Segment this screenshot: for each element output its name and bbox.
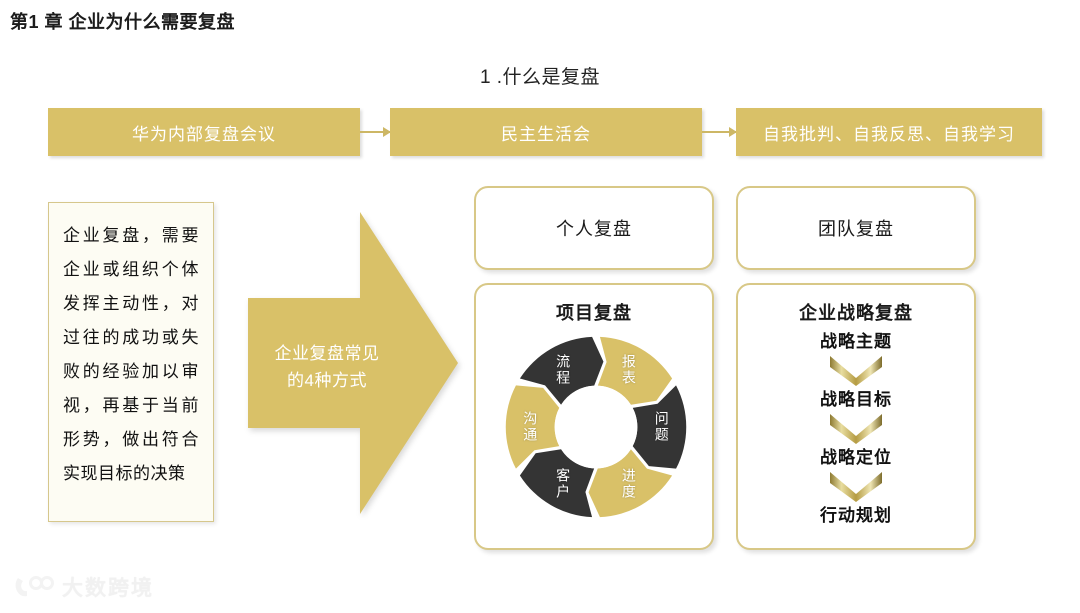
- donut-segment-label-5: 沟通: [522, 411, 539, 443]
- card-team-review[interactable]: 团队复盘: [736, 186, 976, 270]
- page-title: 第1 章 企业为什么需要复盘: [10, 12, 236, 32]
- donut-segment-label-1: 报表: [620, 354, 637, 386]
- strategy-step-4: 行动规划: [820, 506, 892, 525]
- watermark-text: 大数跨境: [62, 577, 154, 600]
- strategy-step-1: 战略主题: [820, 332, 892, 351]
- donut-segment-label-3: 进度: [620, 467, 637, 500]
- card-project-review-title: 项目复盘: [556, 303, 632, 323]
- donut-segment-6: [519, 336, 604, 405]
- flow-banner-2-label: 民主生活会: [501, 124, 591, 144]
- donut-segment-3: [588, 449, 673, 518]
- flow-banner-2: 民主生活会: [390, 108, 702, 156]
- flow-connector-arrow-2-icon: [702, 127, 737, 137]
- chevron-down-icon: [830, 472, 882, 502]
- card-personal-review[interactable]: 个人复盘: [474, 186, 714, 270]
- description-textbox: 企业复盘，需要企业或组织个体发挥主动性，对过往的成功或失败的经验加以审视，再基于…: [48, 202, 214, 522]
- card-strategy-review[interactable]: 企业战略复盘 战略主题战略目标战略定位行动规划: [736, 283, 976, 550]
- donut-svg: [505, 336, 687, 518]
- card-project-review[interactable]: 项目复盘 报表问题进度 客户沟通流程: [474, 283, 714, 550]
- watermark: 大数跨境: [14, 572, 154, 602]
- card-personal-review-title: 个人复盘: [556, 219, 632, 239]
- donut-segment-label-4: 客户: [555, 467, 572, 500]
- strategy-step-2: 战略目标: [820, 390, 892, 409]
- flow-banner-1-label: 华为内部复盘会议: [132, 124, 276, 144]
- card-team-review-title: 团队复盘: [818, 219, 894, 239]
- section-heading: 1 .什么是复盘: [479, 67, 601, 88]
- project-review-donut-chart: 报表问题进度 客户沟通流程: [502, 333, 690, 521]
- chevron-down-icon: [830, 356, 882, 386]
- donut-segment-4: [519, 449, 595, 518]
- donut-segment-2: [632, 385, 687, 469]
- logo-icon: [15, 576, 54, 597]
- flow-banner-3-label: 自我批判、自我反思、自我学习: [763, 124, 1015, 144]
- donut-segment-1: [597, 336, 673, 405]
- donut-segment-label-6: 流程: [555, 354, 572, 386]
- strategy-step-list: 战略主题战略目标战略定位行动规划: [738, 331, 974, 527]
- flow-banner-1: 华为内部复盘会议: [48, 108, 360, 156]
- donut-segment-label-2: 问题: [653, 411, 670, 443]
- flow-banner-3: 自我批判、自我反思、自我学习: [736, 108, 1042, 156]
- card-strategy-review-title: 企业战略复盘: [799, 303, 913, 323]
- strategy-step-3: 战略定位: [820, 448, 892, 467]
- donut-segment-5: [505, 385, 560, 469]
- big-right-arrow-icon: [248, 212, 458, 514]
- flow-connector-arrow-1-icon: [360, 127, 391, 137]
- chevron-down-icon: [830, 414, 882, 444]
